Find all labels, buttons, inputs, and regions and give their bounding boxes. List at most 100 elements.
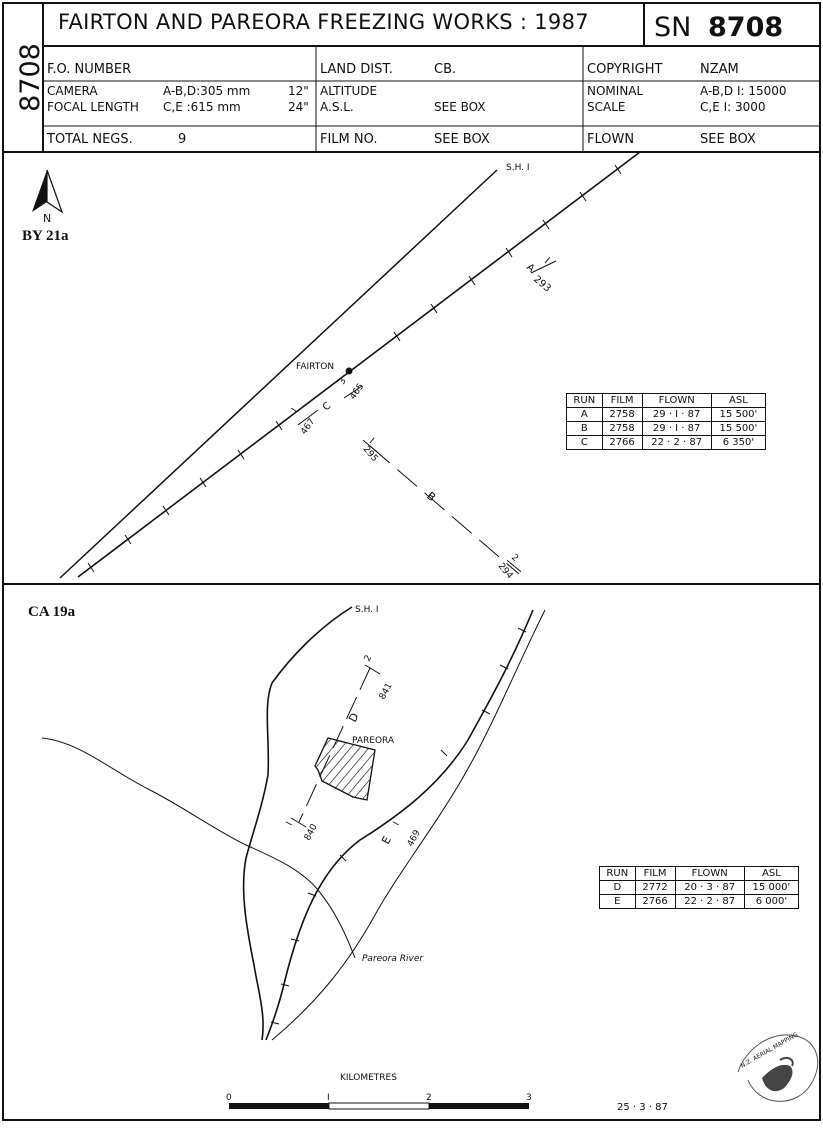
table-cell: 2766	[634, 894, 676, 909]
total-negs-value: 9	[178, 132, 187, 147]
film-no-label: FILM NO.	[320, 132, 378, 147]
bottom-run-table: RUN FILM FLOWN ASL D 2772 20 · 3 · 87 15…	[599, 866, 800, 909]
scale-tick-0: 0	[226, 1093, 232, 1103]
scale-value: C,E I: 3000	[700, 100, 766, 114]
focal-length-value: C,E :615 mm	[163, 100, 241, 114]
svg-text:295: 295	[361, 445, 380, 465]
svg-text:465: 465	[348, 382, 366, 402]
run-a-marker: A I 293	[524, 256, 557, 295]
table-cell: 6 000'	[743, 894, 800, 909]
svg-text:469: 469	[406, 828, 423, 848]
land-dist-label: LAND DIST.	[320, 62, 393, 77]
svg-text:467: 467	[299, 417, 317, 437]
asl-label: A.S.L.	[320, 100, 354, 114]
svg-text:I: I	[392, 820, 402, 827]
river-label: Pareora River	[362, 954, 424, 964]
sheet-title: FAIRTON AND PAREORA FREEZING WORKS : 198…	[58, 10, 589, 34]
table-row: A 2758 29 · I · 87 15 500'	[566, 407, 767, 422]
copyright-label: COPYRIGHT	[587, 62, 663, 77]
top-highway-label: S.H. I	[506, 163, 530, 173]
table-cell: 15 500'	[710, 407, 767, 422]
table-cell: 6 350'	[710, 435, 767, 450]
svg-text:N: N	[43, 212, 51, 225]
table-header: FLOWN	[674, 866, 745, 881]
table-row: C 2766 22 · 2 · 87 6 350'	[566, 435, 767, 450]
svg-text:B: B	[424, 489, 438, 504]
svg-text:I: I	[290, 407, 300, 415]
flown-value: SEE BOX	[700, 132, 756, 147]
scale-tick-3: 3	[526, 1093, 532, 1103]
table-row: E 2766 22 · 2 · 87 6 000'	[599, 894, 800, 909]
table-header-row: RUN FILM FLOWN ASL	[599, 866, 800, 881]
table-header: ASL	[710, 393, 767, 408]
table-cell: 15 500'	[710, 421, 767, 436]
table-cell: 2772	[634, 880, 676, 895]
scale-tick-1: I	[327, 1093, 330, 1103]
fairton-label: FAIRTON	[296, 362, 334, 372]
table-cell: C	[566, 435, 603, 450]
aerial-mapping-stamp-icon: N.Z. AERIAL MAPPING	[737, 1031, 819, 1102]
focal-inches: 24"	[288, 100, 309, 114]
table-cell: B	[566, 421, 603, 436]
svg-text:293: 293	[531, 274, 553, 295]
scale-bar: KILOMETRES 0 I 2 3	[226, 1073, 532, 1110]
nominal-value: A-B,D I: 15000	[700, 84, 787, 98]
svg-text:E: E	[379, 834, 394, 846]
table-header: RUN	[566, 393, 603, 408]
top-sheet-ref: BY 21a	[22, 228, 69, 244]
table-header: RUN	[599, 866, 636, 881]
table-header-row: RUN FILM FLOWN ASL	[566, 393, 767, 408]
sn-number: 8708	[708, 12, 784, 43]
river-channel	[271, 609, 546, 1041]
run-line-ac	[77, 151, 641, 578]
table-cell: 29 · I · 87	[641, 421, 712, 436]
camera-inches: 12"	[288, 84, 309, 98]
table-header: ASL	[743, 866, 800, 881]
svg-text:2: 2	[363, 654, 375, 664]
sn-label: SN	[654, 12, 692, 43]
nominal-label: NOMINAL	[587, 84, 644, 98]
svg-text:I: I	[542, 256, 551, 266]
altitude-label: ALTITUDE	[320, 84, 378, 98]
bottom-highway-label: S.H. I	[355, 605, 379, 615]
copyright-value: NZAM	[700, 62, 739, 77]
table-header: FLOWN	[641, 393, 712, 408]
total-negs-label: TOTAL NEGS.	[47, 132, 133, 147]
vertical-sheet-number: 8708	[14, 43, 46, 112]
run-b-marker: I 295 B 2 294	[361, 437, 522, 581]
fairton-marker	[345, 367, 353, 375]
svg-text:I: I	[367, 437, 375, 446]
svg-text:A: A	[524, 262, 536, 275]
focal-length-label: FOCAL LENGTH	[47, 100, 139, 114]
table-cell: E	[599, 894, 636, 909]
fo-number-label: F.O. NUMBER	[47, 62, 132, 77]
table-row: D 2772 20 · 3 · 87 15 000'	[599, 880, 800, 895]
svg-text:C: C	[321, 400, 333, 413]
flown-label: FLOWN	[587, 132, 635, 147]
scale-tick-2: 2	[426, 1093, 432, 1103]
pareora-river	[41, 737, 356, 959]
table-cell: 22 · 2 · 87	[641, 435, 712, 450]
camera-label: CAMERA	[47, 84, 98, 98]
table-cell: 2766	[601, 435, 643, 450]
film-no-value: SEE BOX	[434, 132, 490, 147]
svg-text:D: D	[346, 711, 361, 725]
pareora-label: PAREORA	[352, 736, 395, 746]
table-cell: 22 · 2 · 87	[674, 894, 745, 909]
bottom-sheet-ref: CA 19a	[28, 604, 76, 620]
run-e-line	[265, 609, 534, 1041]
svg-text:3: 3	[337, 376, 348, 386]
table-header: FILM	[634, 866, 676, 881]
svg-text:I: I	[285, 820, 295, 827]
pareora-works-area	[314, 737, 376, 801]
table-cell: 2758	[601, 407, 643, 422]
table-header: FILM	[601, 393, 643, 408]
svg-text:N.Z. AERIAL MAPPING: N.Z. AERIAL MAPPING	[740, 1031, 800, 1070]
run-e-marker: E I 469	[379, 820, 423, 848]
highway-line	[59, 169, 498, 579]
footer-date: 25 · 3 · 87	[617, 1102, 668, 1113]
svg-text:2: 2	[509, 553, 520, 564]
